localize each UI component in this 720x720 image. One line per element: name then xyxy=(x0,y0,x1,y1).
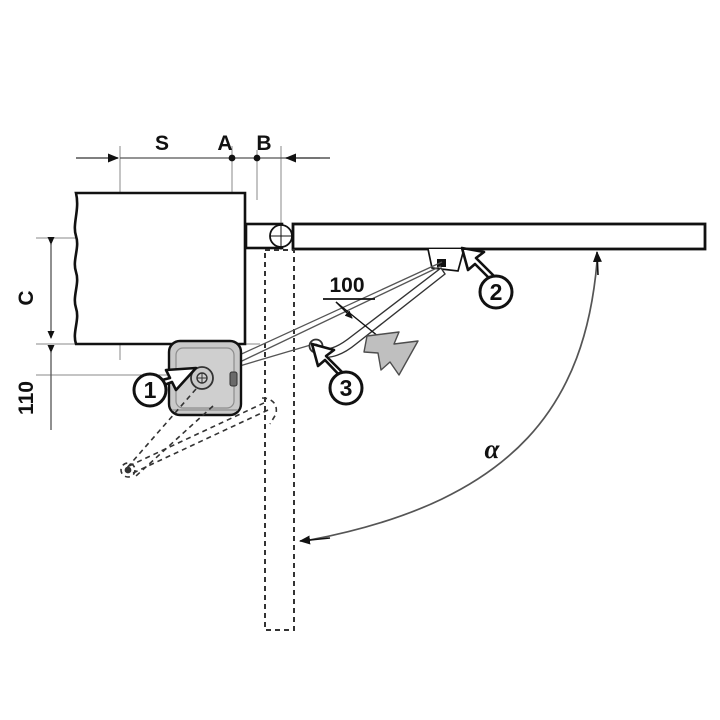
callout-2-circle xyxy=(478,274,514,310)
door-open-outline xyxy=(120,388,278,478)
swing-arc-arrow-bottom xyxy=(299,535,331,545)
dimension-label-110: 110 xyxy=(15,381,38,415)
dimension-label-a: A xyxy=(217,132,232,155)
cabinet-body-outline xyxy=(73,191,247,346)
cabinet-side-panel xyxy=(73,191,247,346)
dim-tick-b xyxy=(253,154,261,162)
bracket-fixing-screw xyxy=(437,259,446,267)
callout-2[interactable]: 2 xyxy=(460,246,514,310)
motion-arrow-shape xyxy=(363,331,419,376)
callout-3-circle xyxy=(328,370,364,406)
swing-arc-arrow-top xyxy=(592,251,602,276)
ghost-joint-curve xyxy=(261,397,278,425)
angle-label-alpha: α xyxy=(485,434,501,464)
door-panel-outline xyxy=(291,222,707,251)
door-closed-dashed-outline xyxy=(264,249,295,631)
door-swing-arc: α xyxy=(299,251,602,545)
ghost-link-long xyxy=(132,409,269,474)
callout-2-label: 2 xyxy=(490,279,503,305)
door-flap-panel xyxy=(244,222,707,251)
ghost-pivot-pin xyxy=(124,466,132,474)
callout-1[interactable]: 1 xyxy=(132,366,198,408)
callout-3[interactable]: 3 xyxy=(310,342,364,406)
callout-1-label: 1 xyxy=(144,377,157,403)
gap-label-100: 100 xyxy=(329,274,364,297)
callout-1-circle xyxy=(132,372,168,408)
ghost-pivot-eye xyxy=(120,462,136,478)
dim-tick-a xyxy=(228,154,236,162)
top-dimension-row: S A B xyxy=(76,132,330,163)
callout-3-label: 3 xyxy=(340,375,353,401)
door-closed-rect xyxy=(264,249,295,631)
drive-unit-adjuster xyxy=(229,371,238,387)
dimension-label-s: S xyxy=(155,132,169,155)
door-bracket xyxy=(427,248,465,272)
gap-leader-upper xyxy=(335,301,353,319)
dimension-label-b: B xyxy=(256,132,271,155)
left-dimension-column: C 110 xyxy=(15,237,55,430)
dimension-label-c: C xyxy=(15,290,38,305)
swing-arc-path xyxy=(309,261,598,541)
motion-direction-arrow xyxy=(363,331,419,376)
ghost-link-long-2 xyxy=(128,401,267,467)
